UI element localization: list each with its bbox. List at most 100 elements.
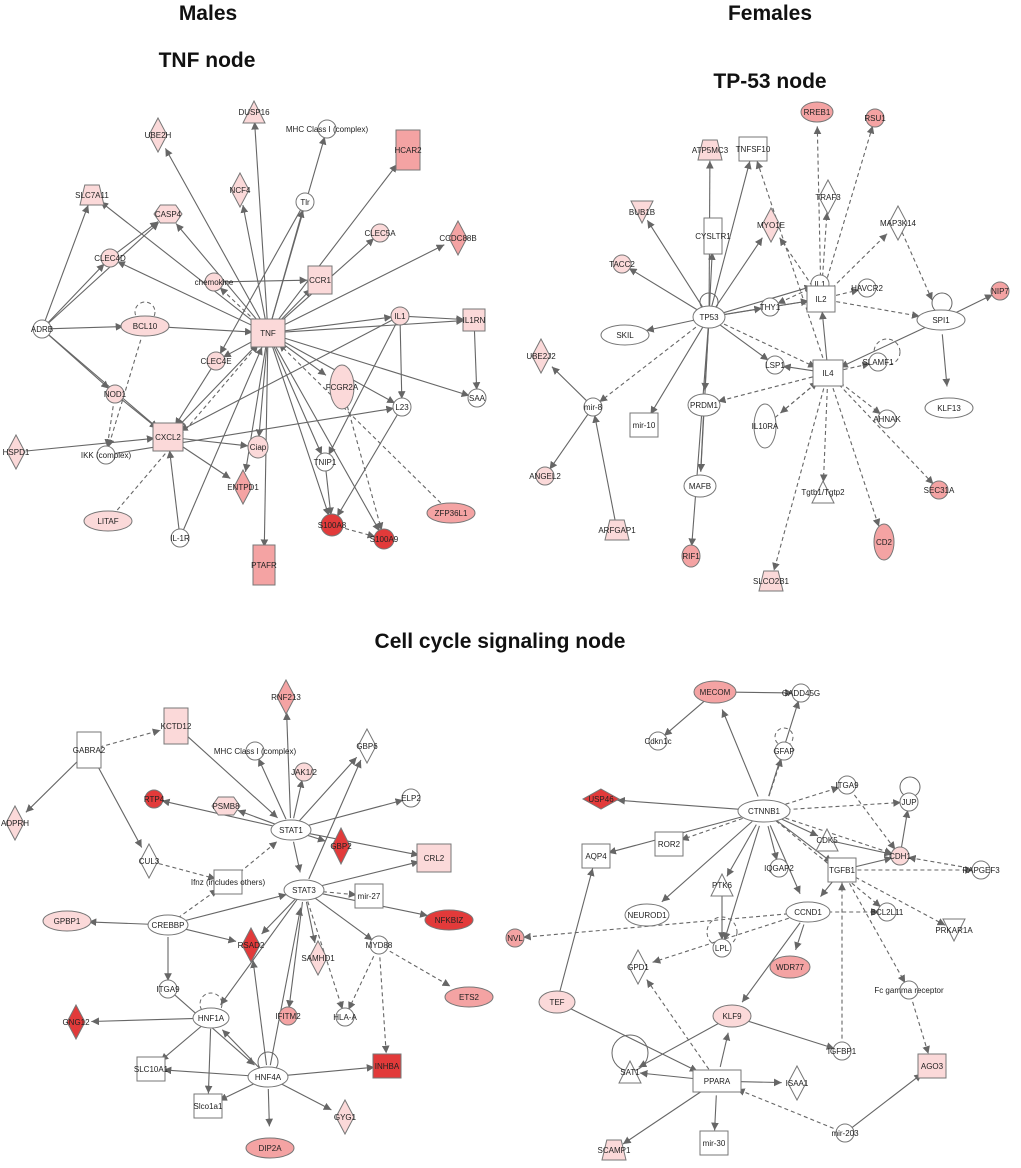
- node-SPI1-shape: [916, 309, 966, 331]
- self-loop: [873, 338, 901, 366]
- node-BCL2L11-label: BCL2L11: [871, 908, 904, 917]
- node-LSP1-shape: [765, 355, 785, 375]
- edge-TGFB1-PRKAR1A: [849, 873, 946, 926]
- edge-HNF1A-Slco1a1: [204, 1028, 213, 1094]
- node-JUP-label: JUP: [901, 798, 916, 807]
- node-CLEC5A-shape: [370, 223, 390, 243]
- node-RTP4-label: RTP4: [144, 795, 165, 804]
- edge-TP53-TACC2: [628, 267, 702, 313]
- edge-HNF4A-GYG1: [278, 1082, 332, 1111]
- node-GPBP1-shape: [42, 910, 92, 932]
- edge-HNF4A-Slco1a1: [219, 1081, 258, 1101]
- node-IL1R-shape: [170, 528, 190, 548]
- node-CCR1-label: CCR1: [309, 276, 331, 285]
- edge-CTNNB1-CDK5: [777, 817, 819, 837]
- node-TNF-shape: [250, 318, 286, 348]
- node-PTAFR-shape: [252, 544, 276, 586]
- node-KLF13-shape: [924, 397, 974, 419]
- node-SEC31A-label: SEC31A: [924, 486, 955, 495]
- node-IL1RN-label: IL1RN: [463, 316, 486, 325]
- node-BCL10-label: BCL10: [133, 322, 158, 331]
- edge-HNF4A-SLC10A1: [163, 1066, 257, 1077]
- node-ISAA1-shape: [787, 1064, 807, 1102]
- node-MYO1E-label: MYO1E: [757, 221, 785, 230]
- node-UBE2H-label: UBE2H: [145, 131, 172, 140]
- edge-TP53-CYSLTR1: [707, 252, 716, 308]
- node-IFITM2-label: IFITM2: [275, 1012, 301, 1021]
- node-ELP2-shape: [401, 788, 421, 808]
- edge-IL4-Tgtb: [819, 381, 829, 483]
- node-HLAA-shape: [335, 1007, 355, 1027]
- node-UBE2J2-label: UBE2J2: [526, 352, 556, 361]
- node-mir30-label: mir-30: [703, 1139, 726, 1148]
- node-IGFBP1-shape: [832, 1041, 852, 1061]
- node-CREBBP-label: CREBBP: [152, 921, 185, 930]
- node-Tgtb-shape: [811, 479, 835, 504]
- node-STAT3-label: STAT3: [292, 886, 316, 895]
- node-CDH1-shape: [890, 846, 910, 866]
- node-STAT1-label: STAT1: [279, 826, 303, 835]
- node-PTAFR-label: PTAFR: [251, 561, 277, 570]
- edge-ADRB-CASP4: [45, 222, 160, 326]
- edge-TNF-HCAR2: [273, 163, 398, 326]
- node-ELP2-label: ELP2: [401, 794, 421, 803]
- tnf-node-title: TNF node: [158, 49, 256, 72]
- node-CXCL2-label: CXCL2: [155, 433, 181, 442]
- node-SAT1-shape: [618, 1059, 642, 1084]
- node-INHBA-shape: [372, 1053, 402, 1079]
- edge-CREBBP-GPBP1: [88, 918, 157, 927]
- tp53-node-title: TP-53 node: [713, 70, 827, 93]
- edge-mir8-UBE2J2: [551, 366, 590, 404]
- node-UBE2H-shape: [148, 116, 168, 154]
- edge-CLEC4E-CXCL2: [174, 365, 214, 426]
- node-PPARA-label: PPARA: [704, 1077, 731, 1086]
- edge-TNF-IL1: [278, 314, 393, 333]
- edge-TGFB1-CDH1: [850, 855, 893, 869]
- edge-IL2-MYO1E: [779, 237, 817, 293]
- node-WDR77-label: WDR77: [776, 963, 805, 972]
- node-THY1-label: THY1: [760, 303, 781, 312]
- edge-KLF9-SAT1: [638, 1021, 723, 1068]
- edge-PRDM1-MAFB: [697, 414, 705, 472]
- node-IKK-shape: [96, 445, 116, 465]
- node-HNF4A-label: HNF4A: [255, 1073, 282, 1082]
- edge-TP53-RIF1: [688, 326, 709, 547]
- node-BCL10-shape: [120, 315, 170, 337]
- node-CREBBP-shape: [147, 914, 189, 936]
- node-GBP6-label: GBP6: [356, 742, 378, 751]
- node-GNG12-label: GNG12: [62, 1018, 90, 1027]
- edge-TP53-mir10: [650, 324, 705, 415]
- edge-MECOM-GADD45G: [727, 688, 793, 697]
- node-SAT1-label: SAT1: [620, 1068, 640, 1077]
- node-ENTPD1-shape: [233, 468, 253, 506]
- edge-IL2-MAP3K14: [826, 233, 888, 294]
- node-GBP2-label: GBP2: [330, 842, 352, 851]
- males-header: Males: [178, 2, 238, 25]
- edge-TNF-CCDC88B: [276, 244, 445, 329]
- edge-L23-S100A8: [336, 411, 400, 517]
- edge-STAT1-RNF213: [283, 712, 292, 819]
- edge-IL2-SPI1: [829, 299, 920, 319]
- edge-ITGA9-CDH1: [849, 788, 896, 850]
- edge-TGFB1-FcR: [845, 877, 906, 984]
- node-NOD1-shape: [105, 384, 125, 404]
- edge-TP53-LSP1: [716, 322, 769, 361]
- node-TRAF3-label: TRAF3: [815, 193, 841, 202]
- edge-CUL3-Ifnz: [158, 863, 216, 881]
- node-INHBA-label: INHBA: [375, 1062, 400, 1071]
- node-PRKAR1A-shape: [942, 918, 966, 943]
- edge-IL10RA-IL4: [774, 381, 819, 418]
- edge-ZFP36L1-TNF: [278, 343, 442, 504]
- node-RTP4-shape: [144, 789, 164, 809]
- edge-CTNNB1-IQGAP2: [767, 825, 779, 861]
- node-RREB1-label: RREB1: [804, 108, 831, 117]
- node-IGFBP1-label: IGFBP1: [828, 1047, 857, 1056]
- node-PPARA-shape: [692, 1069, 742, 1093]
- edge-CREBBP-Ifnz: [177, 888, 219, 919]
- node-ADRB-shape: [32, 319, 52, 339]
- node-STAT3-shape: [283, 879, 325, 901]
- node-ITGA9-shape: [837, 775, 857, 795]
- edge-SPI1-IL4: [839, 325, 929, 368]
- edge-TNF-CLEC4D: [117, 261, 260, 330]
